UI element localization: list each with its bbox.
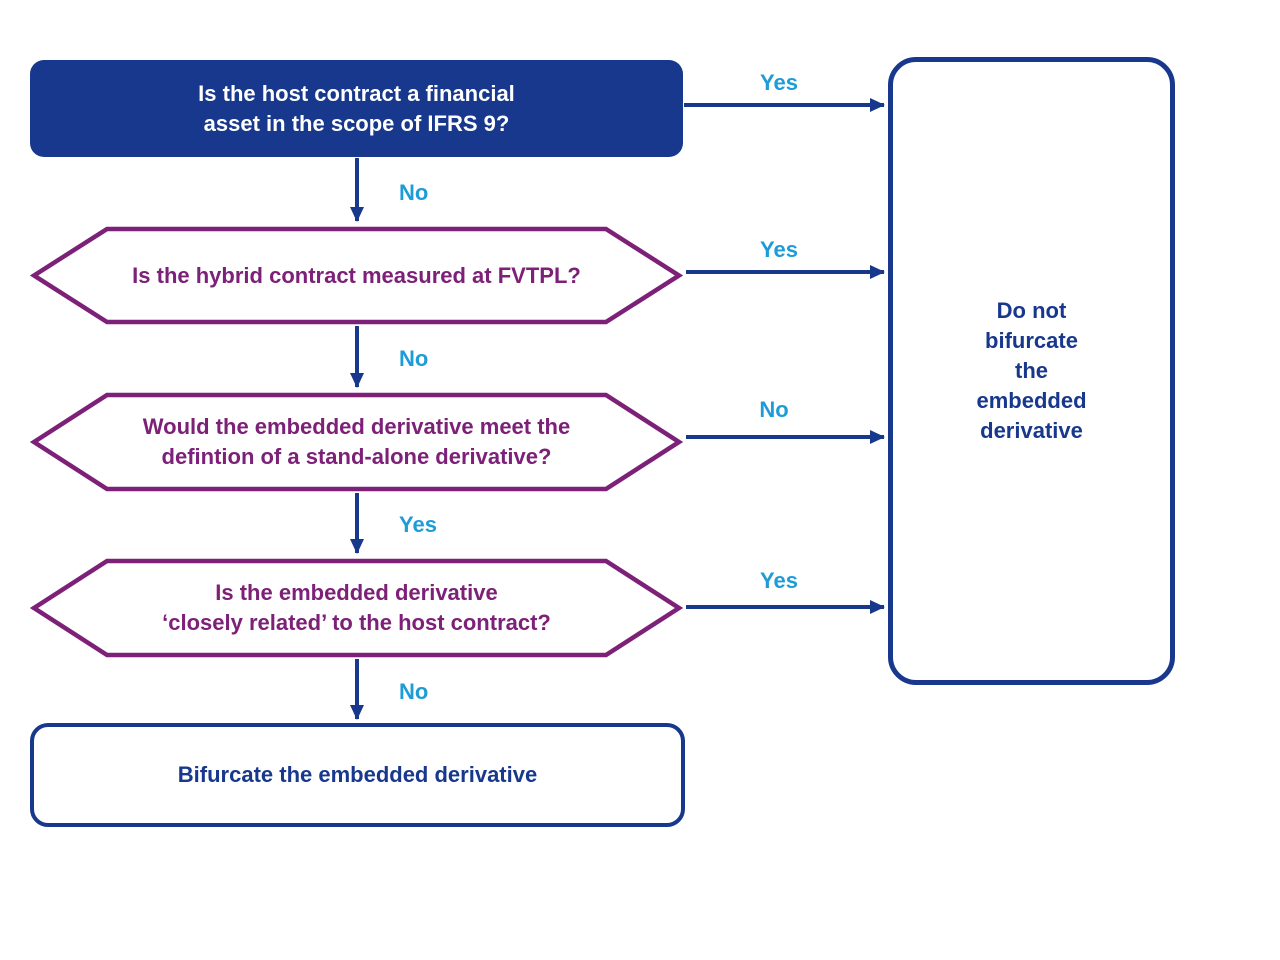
node-closely-related-question: Is the embedded derivative ‘closely rela… xyxy=(30,558,683,658)
hexagon-shape xyxy=(30,392,683,492)
node-bifurcate-text: Bifurcate the embedded derivative xyxy=(177,762,538,787)
edge-label-q3-yes: Yes xyxy=(399,512,437,537)
node-fvtpl-question: Is the hybrid contract measured at FVTPL… xyxy=(30,226,683,325)
node-standalone-question: Would the embedded derivative meet the d… xyxy=(30,392,683,492)
node-host-contract-text: Is the host contract a financial asset i… xyxy=(198,80,515,136)
node-bifurcate: Bifurcate the embedded derivative xyxy=(30,723,685,827)
edge-label-q2-no: No xyxy=(399,346,429,371)
node-host-contract-question: Is the host contract a financial asset i… xyxy=(30,60,683,157)
edge-label-q4-yes: Yes xyxy=(760,568,798,593)
edge-label-q4-no: No xyxy=(399,679,429,704)
edge-label-q1-yes: Yes xyxy=(760,70,798,95)
node-do-not-bifurcate-text: Do not bifurcate the embedded derivative xyxy=(976,298,1087,443)
node-fvtpl-text: Is the hybrid contract measured at FVTPL… xyxy=(132,262,581,288)
edge-label-q2-yes: Yes xyxy=(760,237,798,262)
edge-label-q1-no: No xyxy=(399,180,429,205)
hexagon-shape xyxy=(30,558,683,658)
node-standalone-text: Would the embedded derivative meet the d… xyxy=(142,414,571,469)
node-do-not-bifurcate: Do not bifurcate the embedded derivative xyxy=(888,57,1175,685)
node-closely-related-text: Is the embedded derivative ‘closely rela… xyxy=(162,580,551,635)
hexagon-shape xyxy=(30,226,683,325)
edge-label-q3-no: No xyxy=(759,397,789,422)
